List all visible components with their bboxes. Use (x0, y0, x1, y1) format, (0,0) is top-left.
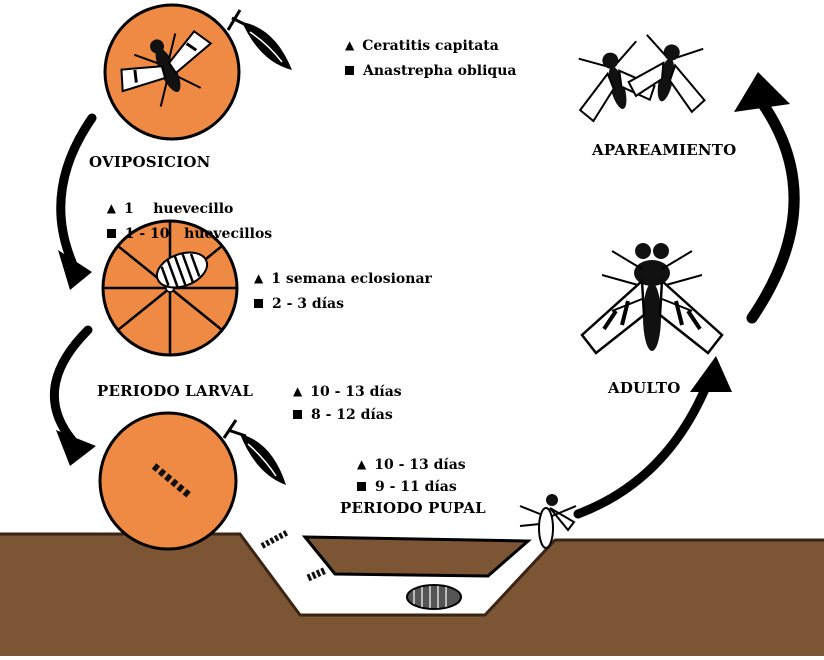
triangle-marker-icon: ▲ (345, 39, 354, 51)
legend-item-anastrepha: Anastrepha obliqua (345, 64, 516, 78)
square-marker-icon (254, 299, 263, 308)
stage-title-apareamiento: APAREAMIENTO (592, 143, 736, 158)
fruit-fallen (100, 413, 286, 549)
mating-flies-icon (567, 33, 716, 123)
arrow-oviposition-to-larva (61, 118, 92, 262)
oviposicion-anastrepha-note: 1 - 10 huevecillos (97, 213, 272, 241)
eclosion-anastrepha-note: 2 - 3 días (254, 297, 344, 311)
arrow-larva-to-fall (54, 330, 88, 440)
species-name-ceratitis: Ceratitis capitata (362, 38, 499, 54)
stage-title-adulto: ADULTO (608, 381, 680, 396)
oviposicion-ceratitis-note: ▲1 huevecillo (97, 188, 233, 216)
larval-ceratitis-note: ▲10 - 13 días (293, 385, 402, 399)
species-name-anastrepha: Anastrepha obliqua (363, 63, 516, 79)
pupal-ceratitis-note: ▲10 - 13 días (357, 458, 466, 472)
square-marker-icon (293, 410, 302, 419)
pupal-anastrepha-note: 9 - 11 días (357, 480, 457, 494)
adult-fly-icon (582, 243, 722, 353)
square-marker-icon (107, 229, 116, 238)
pupa-icon (407, 585, 461, 609)
triangle-marker-icon: ▲ (357, 458, 366, 470)
arrow-adult-to-mating (752, 100, 794, 318)
arrow-pupa-to-adult (578, 382, 708, 514)
square-marker-icon (357, 482, 366, 491)
triangle-marker-icon: ▲ (254, 272, 263, 284)
triangle-marker-icon: ▲ (293, 385, 302, 397)
larval-anastrepha-note: 8 - 12 días (293, 408, 393, 422)
stage-title-periodo-pupal: PERIODO PUPAL (340, 501, 486, 516)
eclosion-ceratitis-note: ▲1 semana eclosionar (254, 272, 432, 286)
stage-title-periodo-larval: PERIODO LARVAL (97, 384, 253, 399)
square-marker-icon (345, 66, 354, 75)
stage-title-oviposicion: OVIPOSICION (89, 155, 211, 170)
legend-item-ceratitis: ▲ Ceratitis capitata (345, 39, 499, 53)
fruit-oviposition (105, 5, 292, 139)
